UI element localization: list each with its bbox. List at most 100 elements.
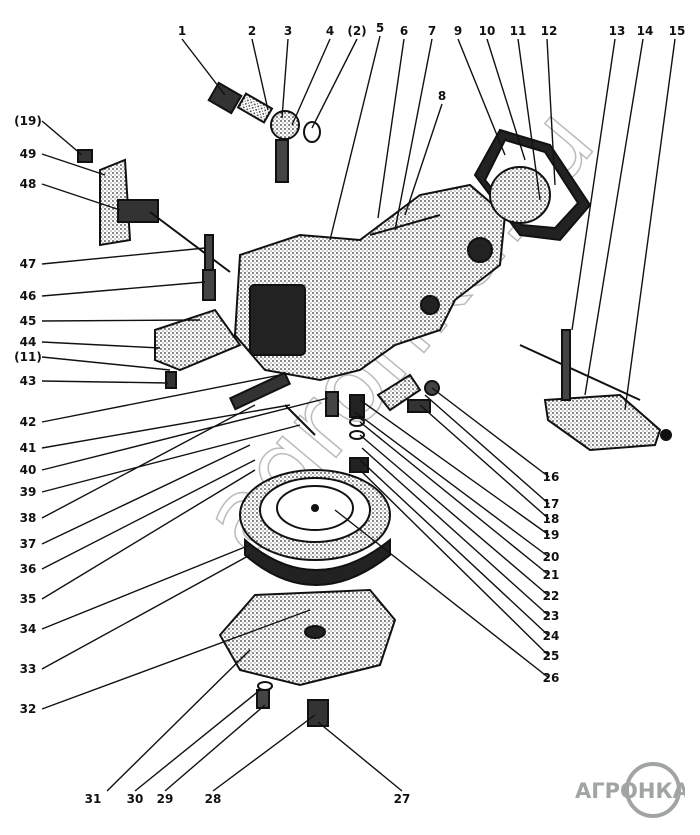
callout-label: 47 [20, 257, 37, 271]
callout-label: 6 [400, 24, 408, 38]
leader-line [41, 341, 161, 349]
callout-label: 5 [376, 21, 384, 35]
callout-label: 32 [20, 702, 37, 716]
callout-label: 46 [20, 289, 37, 303]
leader-line [41, 356, 171, 371]
callout-label: 37 [20, 537, 37, 551]
cover [218, 588, 397, 727]
callout-label: 8 [438, 89, 446, 103]
callout-label: (11) [14, 350, 42, 364]
callout-label: 18 [543, 512, 560, 526]
leader-line [106, 649, 251, 792]
callout-label: 10 [479, 24, 496, 38]
leader-line [41, 319, 201, 322]
callout-label: 17 [543, 497, 560, 511]
callout-label: 30 [127, 792, 144, 806]
leader-line [431, 387, 550, 478]
callout-label: 19 [543, 528, 560, 542]
leader-line [334, 509, 550, 679]
callout-label: (19) [14, 114, 42, 128]
leader-line [291, 38, 331, 126]
callout-label: 26 [543, 671, 560, 685]
leader-line [517, 38, 541, 201]
leader-line [361, 447, 550, 617]
leader-line [41, 153, 106, 176]
leader-line [41, 404, 256, 519]
callout-label: 40 [20, 463, 37, 477]
callout-label: 49 [20, 147, 37, 161]
leader-line [419, 404, 550, 520]
leader-line [41, 554, 251, 670]
callout-label: 21 [543, 568, 560, 582]
leader-line [354, 411, 550, 558]
callout-label: 11 [510, 24, 527, 38]
leader-line [359, 469, 550, 657]
callout-label: 38 [20, 511, 37, 525]
callout-label: (2) [347, 24, 366, 38]
leader-line [134, 689, 261, 792]
leader-line [164, 704, 266, 792]
callout-label: 22 [543, 589, 560, 603]
agronka-logo: АГРОНКА [575, 762, 685, 818]
leader-line [41, 444, 251, 545]
callout-label: 28 [205, 792, 222, 806]
callout-label: 43 [20, 374, 37, 388]
callout-label: 3 [284, 24, 292, 38]
float [154, 308, 242, 389]
callout-label: 42 [20, 415, 37, 429]
callout-label: 35 [20, 592, 37, 606]
callout-label: 45 [20, 314, 37, 328]
leader-line [359, 459, 550, 637]
parts [77, 81, 672, 727]
lever-bracket [77, 149, 231, 301]
leader-line [41, 459, 256, 570]
callout-label: 31 [85, 792, 102, 806]
leader-line [359, 421, 550, 576]
callout-label: 20 [543, 550, 560, 564]
leader-line [41, 609, 311, 710]
callout-label: 16 [543, 470, 560, 484]
callout-label: 34 [20, 622, 37, 636]
callout-label: 33 [20, 662, 37, 676]
leader-line [212, 714, 316, 792]
leader-line [584, 38, 644, 396]
leader-line [41, 120, 83, 156]
leader-line [624, 38, 676, 411]
callout-label: 13 [609, 24, 626, 38]
inlet-fitting [207, 81, 321, 183]
leader-line [41, 397, 329, 471]
leader-line [457, 38, 506, 156]
throttle-shaft [519, 329, 672, 452]
callout-label: 29 [157, 792, 174, 806]
leader-line [424, 394, 550, 505]
callout-label: 27 [394, 792, 411, 806]
leader-line [311, 38, 358, 129]
leader-line [251, 38, 269, 111]
leader-line [41, 404, 291, 449]
leader-line [359, 434, 550, 597]
callout-label: 41 [20, 441, 37, 455]
callout-label: 1 [178, 24, 186, 38]
leader-line [394, 38, 433, 231]
callout-label: 44 [20, 335, 37, 349]
leader-line [41, 247, 206, 265]
leader-line [486, 38, 526, 161]
callout-label: 23 [543, 609, 560, 623]
callout-label: 12 [541, 24, 558, 38]
leader-line [181, 38, 226, 96]
callout-label: 7 [428, 24, 436, 38]
callout-label: 39 [20, 485, 37, 499]
callout-label: 48 [20, 177, 37, 191]
carburetor-body [233, 183, 507, 382]
leader-line [281, 38, 289, 119]
leader-line [571, 38, 616, 331]
leader-line [41, 380, 169, 384]
callout-label: 4 [326, 24, 334, 38]
small-parts [228, 371, 440, 473]
leader-line [317, 721, 403, 792]
diaphragm [239, 469, 391, 586]
leader-line [41, 183, 121, 211]
